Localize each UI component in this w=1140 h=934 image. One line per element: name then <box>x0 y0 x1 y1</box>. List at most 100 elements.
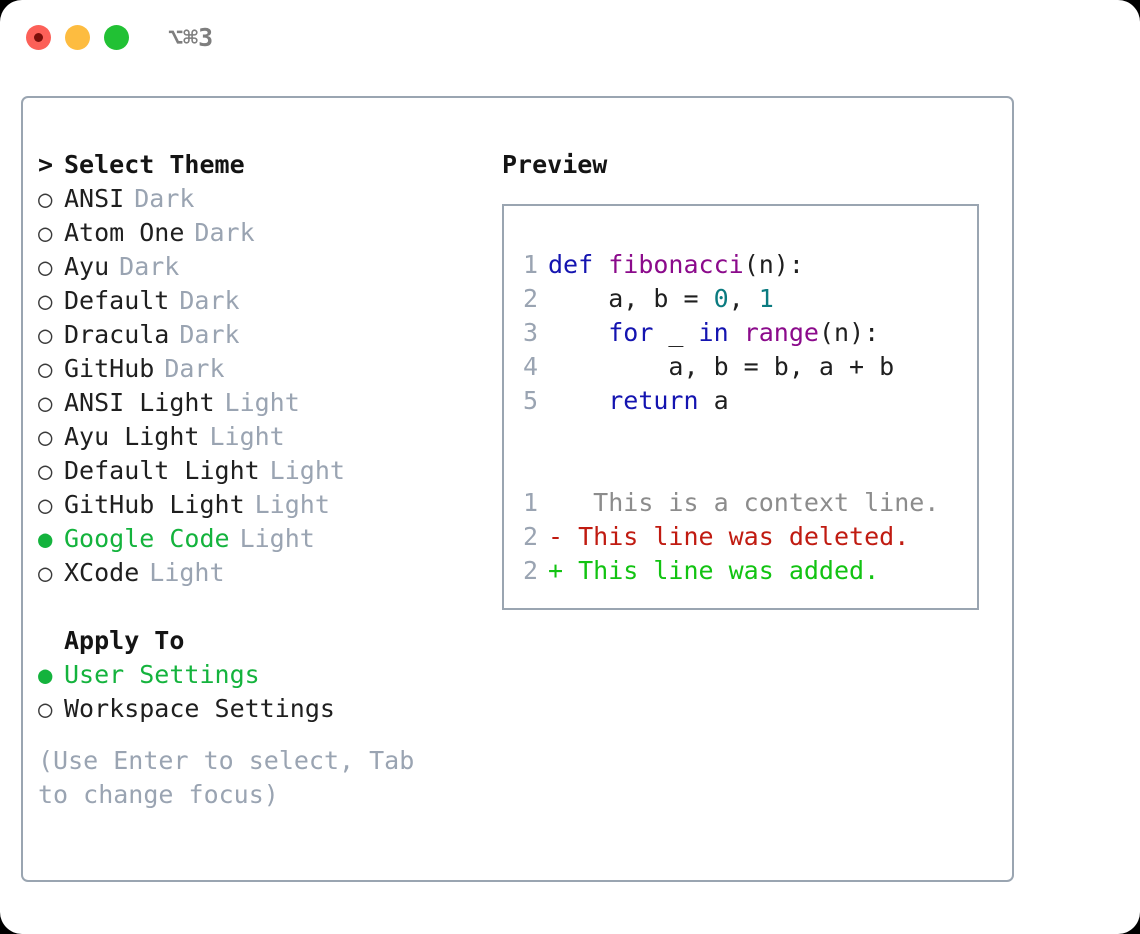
code-token-number: 0 <box>713 284 729 313</box>
diff-line-number: 1 <box>522 488 538 517</box>
radio-unselected-icon[interactable]: ○ <box>38 321 53 349</box>
apply-to-option-workspace-settings[interactable]: ○ Workspace Settings <box>38 692 468 726</box>
theme-name-label: Atom One <box>64 218 185 247</box>
code-line: 5 return a <box>504 384 977 418</box>
theme-name-label: XCode <box>64 558 140 587</box>
radio-unselected-icon[interactable]: ○ <box>38 457 53 485</box>
radio-unselected-icon[interactable]: ○ <box>38 287 53 315</box>
theme-variant-tag: Dark <box>164 354 225 383</box>
theme-option-dracula-dark[interactable]: ○ Dracula Dark <box>38 318 468 352</box>
code-token-function: fibonacci <box>608 250 744 279</box>
close-button-icon[interactable] <box>26 25 51 50</box>
code-line-content: a, b = b, a + b <box>548 350 894 384</box>
radio-selected-icon[interactable]: ● <box>38 525 53 553</box>
theme-name-label: Default Light <box>64 456 260 485</box>
code-line-number: 3 <box>522 318 538 347</box>
keyboard-hint-text: (Use Enter to select, Tab to change focu… <box>38 746 415 809</box>
code-line: 3 for _ in range(n): <box>504 316 977 350</box>
theme-option-ayu-dark[interactable]: ○ Ayu Dark <box>38 250 468 284</box>
radio-unselected-icon[interactable]: ○ <box>38 389 53 417</box>
select-theme-heading: > Select Theme <box>38 148 468 182</box>
panel-columns: > Select Theme ○ ANSI Dark ○ Atom One Da… <box>23 98 1012 880</box>
code-token-punctuation: , <box>728 284 759 313</box>
theme-option-default-light[interactable]: ○ Default Light Light <box>38 454 468 488</box>
radio-unselected-icon[interactable]: ○ <box>38 253 53 281</box>
diff-line-marker <box>548 486 563 520</box>
radio-unselected-icon[interactable]: ○ <box>38 559 53 587</box>
theme-picker-column: > Select Theme ○ ANSI Dark ○ Atom One Da… <box>38 148 468 812</box>
code-token-punctuation: (n): <box>743 250 804 279</box>
theme-name-label: Ayu <box>64 252 110 281</box>
theme-variant-tag: Dark <box>134 184 195 213</box>
code-token-number: 1 <box>758 284 774 313</box>
theme-option-ayu-light[interactable]: ○ Ayu Light Light <box>38 420 468 454</box>
theme-variant-tag: Dark <box>179 286 240 315</box>
apply-to-option-label: Workspace Settings <box>64 694 335 723</box>
theme-option-google-code-light[interactable]: ● Google Code Light <box>38 522 468 556</box>
apply-to-option-user-settings[interactable]: ● User Settings <box>38 658 468 692</box>
theme-name-label: Dracula <box>64 320 170 349</box>
radio-unselected-icon[interactable]: ○ <box>38 423 53 451</box>
code-token-function: range <box>743 318 819 347</box>
radio-unselected-icon[interactable]: ○ <box>38 219 53 247</box>
radio-unselected-icon[interactable]: ○ <box>38 491 53 519</box>
theme-variant-tag: Light <box>224 388 300 417</box>
keyboard-shortcut-label: ⌥⌘3 <box>168 23 214 52</box>
code-token-space <box>729 318 744 347</box>
radio-unselected-icon[interactable]: ○ <box>38 185 53 213</box>
diff-line-number: 2 <box>522 522 538 551</box>
code-token-identifier: a, b = <box>548 284 714 313</box>
theme-variant-tag: Dark <box>179 320 240 349</box>
theme-name-label: GitHub Light <box>64 490 245 519</box>
code-line-number: 4 <box>522 352 538 381</box>
theme-name-label: ANSI <box>64 184 125 213</box>
theme-option-atom-one-dark[interactable]: ○ Atom One Dark <box>38 216 468 250</box>
theme-name-label: GitHub <box>64 354 155 383</box>
code-token-punctuation: (n): <box>818 318 880 347</box>
section-spacer <box>38 590 468 624</box>
diff-line-added: 2 + This line was added. <box>504 554 977 588</box>
theme-option-xcode-light[interactable]: ○ XCode Light <box>38 556 468 590</box>
code-line-number: 2 <box>522 284 538 313</box>
code-token-identifier: a <box>698 386 729 415</box>
code-line-number: 5 <box>522 386 538 415</box>
code-token-indent <box>548 386 608 415</box>
code-blank-line <box>504 418 977 452</box>
theme-name-label: Default <box>64 286 170 315</box>
theme-option-ansi-light[interactable]: ○ ANSI Light Light <box>38 386 468 420</box>
zoom-button-icon[interactable] <box>104 25 129 50</box>
theme-name-label: Ayu Light <box>64 422 200 451</box>
heading-indent-spacer: ○ <box>38 624 64 658</box>
apply-to-heading: ○ Apply To <box>38 624 468 658</box>
code-token-keyword: in <box>698 318 729 347</box>
theme-variant-tag: Light <box>254 490 330 519</box>
theme-option-default-dark[interactable]: ○ Default Dark <box>38 284 468 318</box>
code-line-content: for _ in range(n): <box>548 316 879 350</box>
diff-line-context: 1 This is a context line. <box>504 486 977 520</box>
radio-unselected-icon[interactable]: ○ <box>38 355 53 383</box>
theme-variant-tag: Dark <box>194 218 255 247</box>
minimize-button-icon[interactable] <box>65 25 90 50</box>
radio-selected-icon[interactable]: ● <box>38 661 53 689</box>
code-token-indent <box>548 318 608 347</box>
code-token-keyword: for <box>608 318 654 347</box>
preview-box: 1 def fibonacci(n): 2 a, b = 0, 1 3 for … <box>502 204 979 610</box>
apply-to-option-label: User Settings <box>64 660 260 689</box>
theme-option-github-light[interactable]: ○ GitHub Light Light <box>38 488 468 522</box>
code-token-identifier: _ <box>653 318 699 347</box>
theme-variant-tag: Dark <box>119 252 180 281</box>
theme-name-label: ANSI Light <box>64 388 215 417</box>
theme-option-ansi-dark[interactable]: ○ ANSI Dark <box>38 182 468 216</box>
code-line: 4 a, b = b, a + b <box>504 350 977 384</box>
diff-line-text: This line was added. <box>563 556 880 585</box>
main-panel: > Select Theme ○ ANSI Dark ○ Atom One Da… <box>21 96 1014 882</box>
code-token-identifier: a, b = b, a + b <box>548 352 895 381</box>
radio-unselected-icon[interactable]: ○ <box>38 695 53 723</box>
theme-option-github-dark[interactable]: ○ GitHub Dark <box>38 352 468 386</box>
traffic-light-buttons <box>26 25 129 50</box>
code-line-content: a, b = 0, 1 <box>548 282 774 316</box>
select-theme-heading-label: Select Theme <box>64 150 245 179</box>
code-line-number: 1 <box>522 250 538 279</box>
code-token-keyword: return <box>608 386 699 415</box>
